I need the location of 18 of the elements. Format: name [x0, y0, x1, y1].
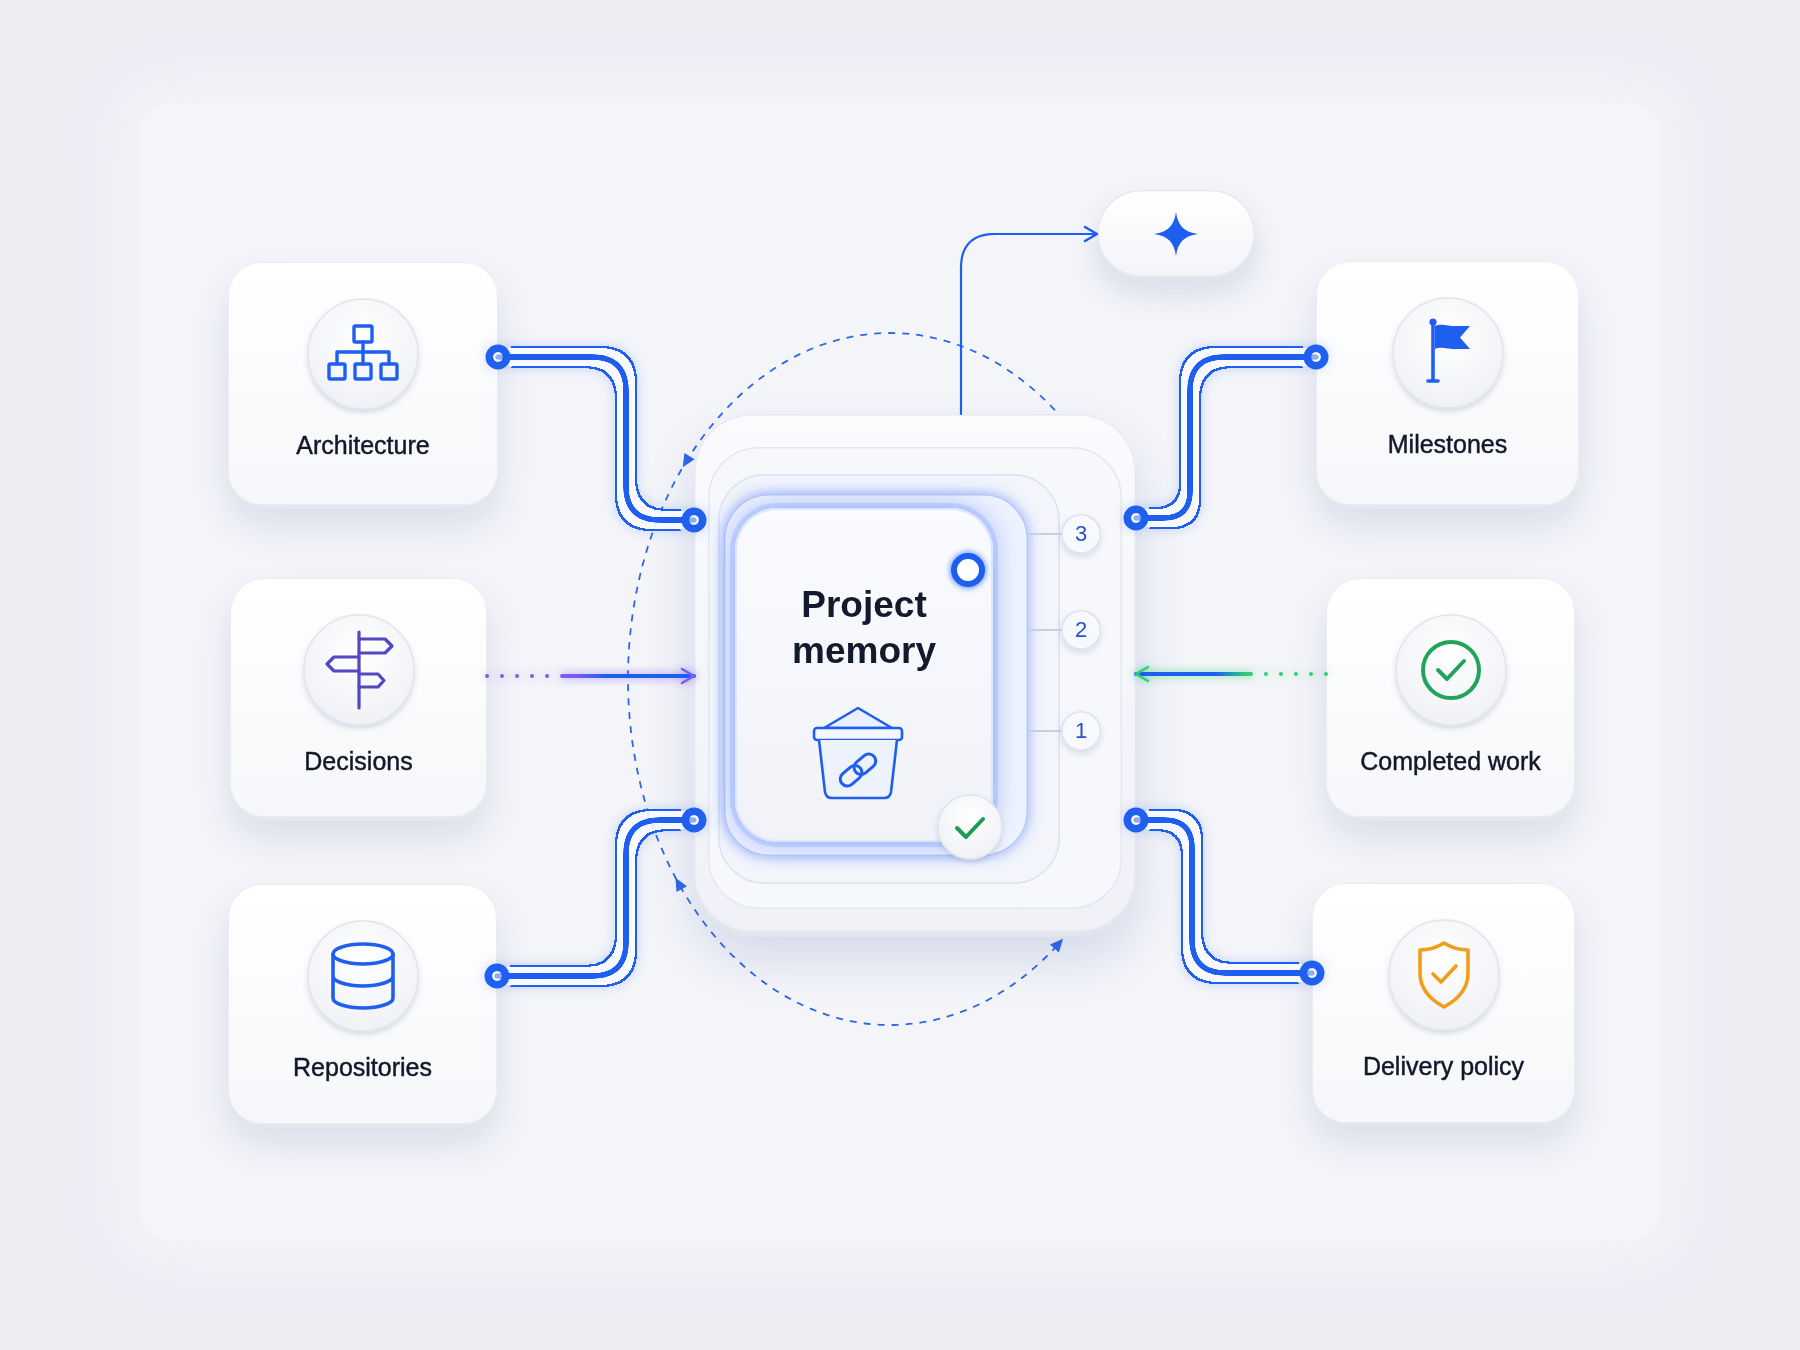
- triple-line-connector: [485, 344, 707, 533]
- topic-label: Completed work: [1360, 746, 1541, 776]
- topic-label: Architecture: [296, 430, 430, 460]
- leader-line: [1026, 532, 1063, 536]
- triple-line-connector: [1123, 344, 1329, 531]
- triple-line-connector: [484, 807, 707, 989]
- leader-line: [1026, 628, 1063, 632]
- dotted-connector: [1134, 665, 1328, 683]
- arrow: [959, 225, 1099, 416]
- triple-line-connector: [1123, 807, 1325, 986]
- leader-line: [1026, 729, 1063, 733]
- memory-card: [735, 508, 993, 842]
- topic-label: Decisions: [304, 746, 413, 776]
- topic-label: Milestones: [1387, 429, 1508, 459]
- dotted-connector: [485, 667, 696, 685]
- topic-label: Delivery policy: [1362, 1051, 1525, 1081]
- topic-label: Repositories: [293, 1052, 432, 1082]
- memory-title: Project memory: [792, 583, 936, 673]
